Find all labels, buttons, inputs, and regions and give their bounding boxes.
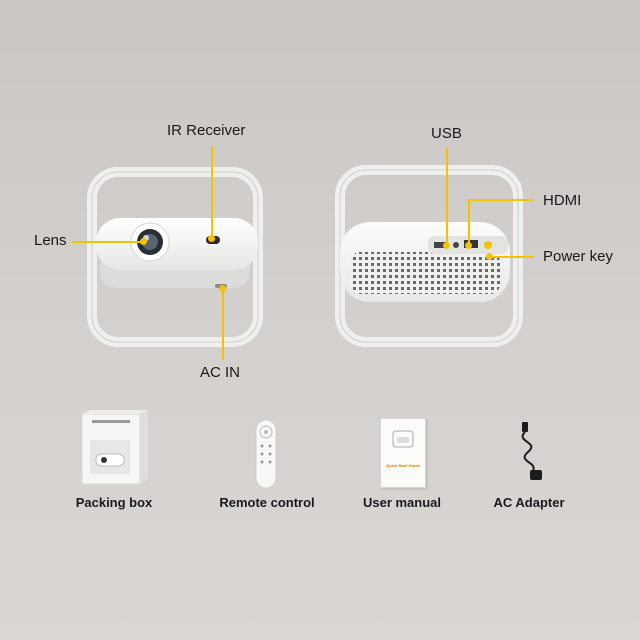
ac-in-pointer-dot [219, 285, 226, 292]
projector-front-view [87, 167, 263, 347]
hdmi-label: HDMI [543, 192, 582, 209]
manual-cover-title: Quick Start Guide [386, 463, 420, 468]
hdmi-pointer-dot [465, 242, 472, 249]
usb-pointer-dot [443, 242, 450, 249]
lens-leader-line [72, 241, 144, 243]
usb-leader-line [446, 148, 448, 244]
remote-control-image [255, 419, 277, 489]
hdmi-leader-line-horizontal [468, 199, 534, 201]
packing-box-label: Packing box [75, 495, 153, 510]
projector-back-view [335, 165, 523, 347]
lens-pointer-dot [140, 238, 147, 245]
remote-control-label: Remote control [219, 495, 315, 510]
user-manual-image: Quick Start Guide [380, 418, 426, 488]
usb-label: USB [431, 125, 462, 142]
ac-adapter-label: AC Adapter [493, 495, 565, 510]
ac-adapter-image [521, 422, 542, 480]
ir-receiver-label: IR Receiver [167, 122, 246, 139]
power-key-leader-line [490, 256, 534, 258]
hdmi-leader-line-vertical [468, 199, 470, 244]
power-key-label: Power key [543, 248, 614, 265]
ir-receiver-leader-line [211, 146, 213, 238]
user-manual-label: User manual [362, 495, 442, 510]
lens-label: Lens [34, 232, 67, 249]
ir-receiver-pointer-dot [208, 235, 215, 242]
manual-cover-device-icon [392, 430, 414, 448]
packing-box-image [81, 410, 148, 485]
ac-in-label: AC IN [200, 364, 241, 381]
power-key-pointer-dot [486, 253, 493, 260]
ac-in-leader-line [222, 288, 224, 360]
